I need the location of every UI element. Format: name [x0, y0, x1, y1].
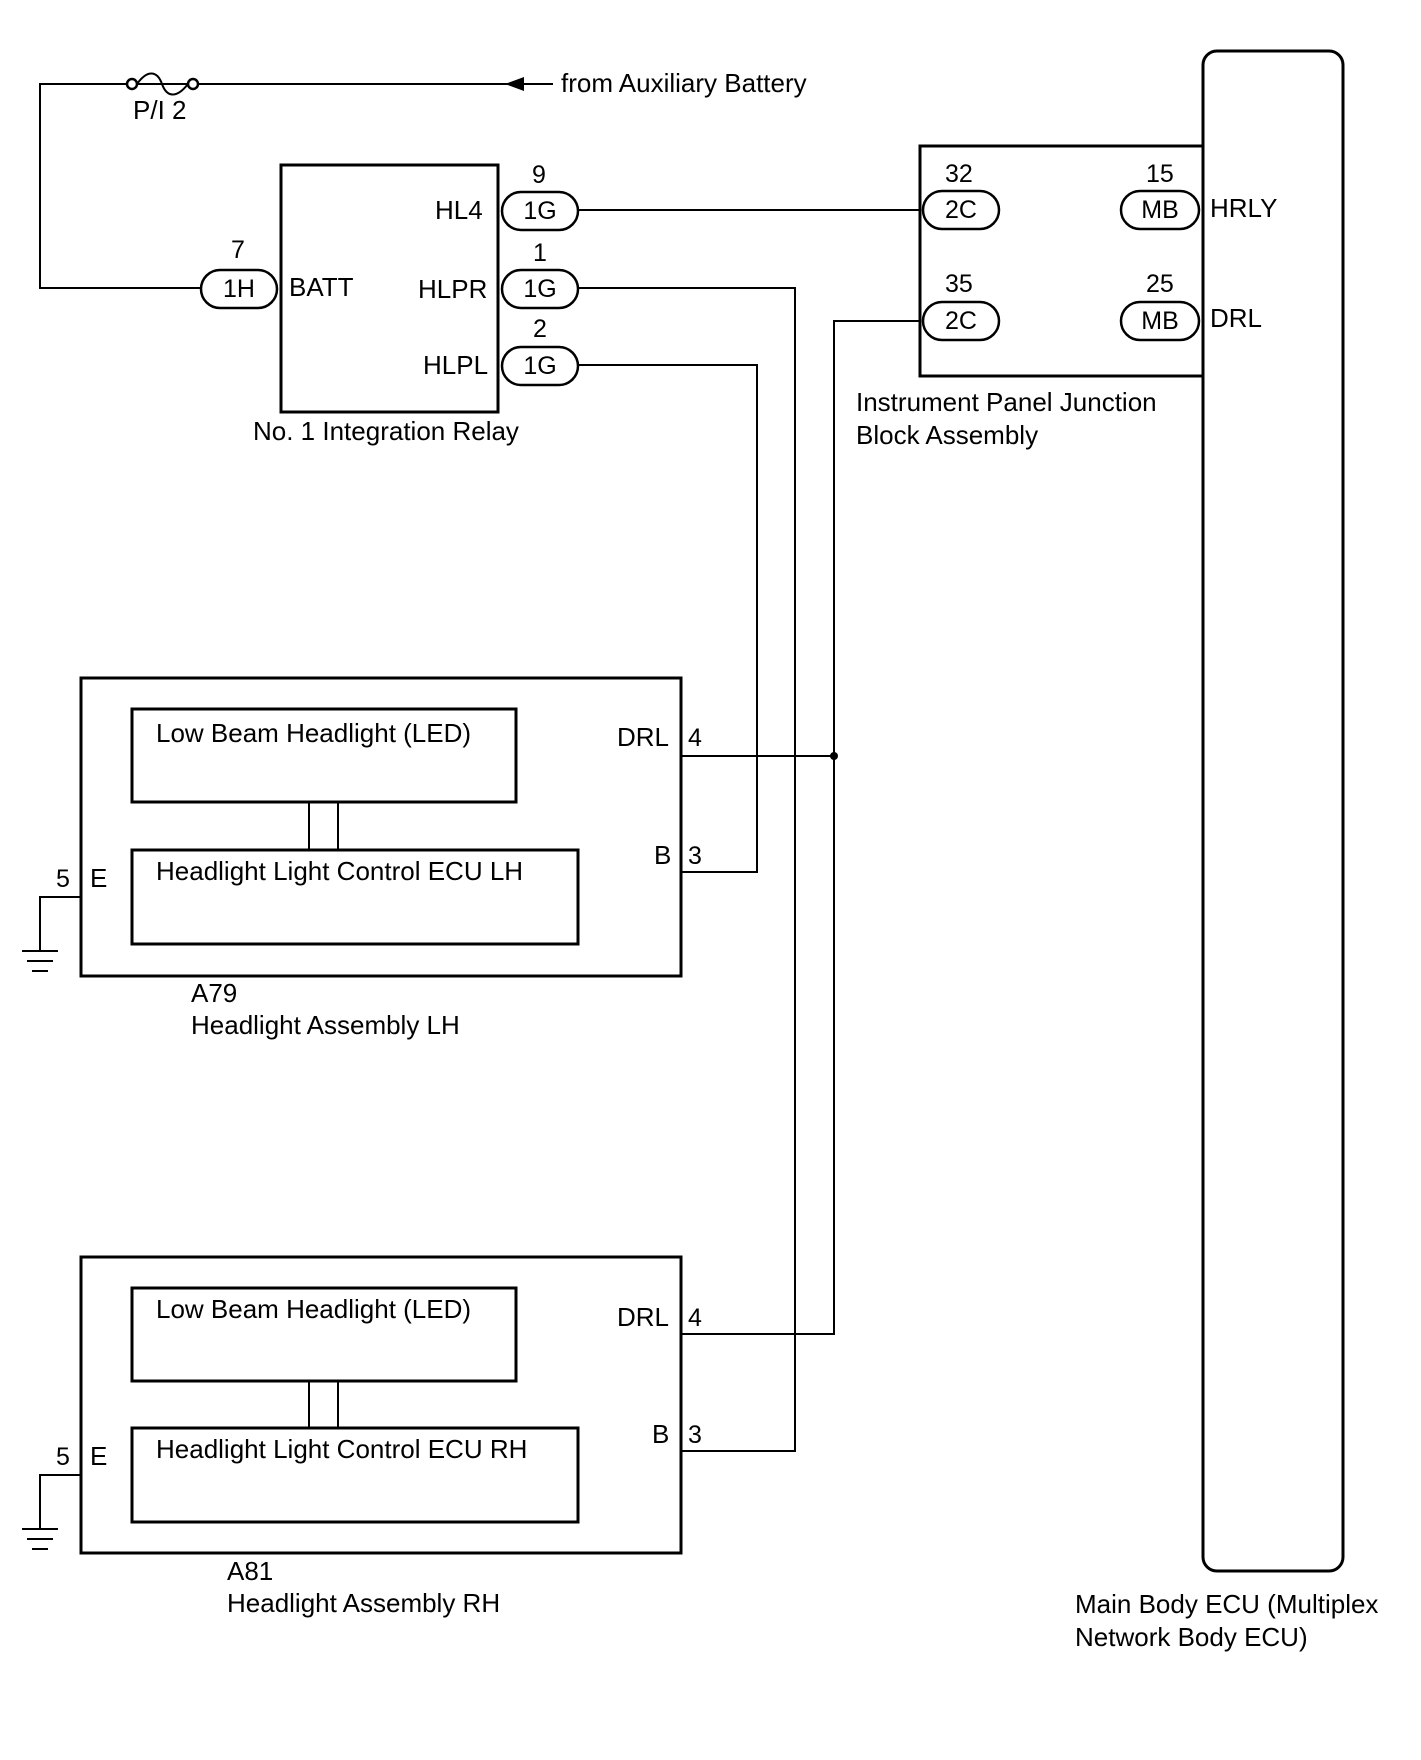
rh-drl-label: DRL: [617, 1302, 669, 1332]
hl4-label: HL4: [435, 195, 483, 225]
hlpl-label: HLPL: [423, 350, 488, 380]
rh-b-pin: 3: [688, 1421, 702, 1449]
hl4-connector-id: 1G: [523, 197, 556, 225]
junction-block-name-line1: Instrument Panel Junction: [856, 387, 1157, 417]
hlpr-connector-id: 1G: [523, 275, 556, 303]
main-body-ecu-box: [1201, 49, 1345, 1573]
jb-hrly-left-connector-id: 2C: [945, 196, 977, 224]
fuse-to-batt-wire: [39, 83, 201, 289]
batt-pin: 7: [231, 236, 245, 264]
led-lh-label: Low Beam Headlight (LED): [156, 718, 471, 748]
jb-drl-left-connector: [921, 300, 1001, 342]
jb-drl-left-pin: 35: [945, 270, 973, 298]
main-body-ecu-name-line1: Main Body ECU (Multiplex: [1075, 1589, 1378, 1619]
jb-hrly-left-pin: 32: [945, 160, 973, 188]
jb-hrly-left-connector: [921, 189, 1001, 231]
ecu-lh-label: Headlight Light Control ECU LH: [156, 856, 523, 886]
hlpr-wire: [578, 287, 796, 1452]
lh-drl-label: DRL: [617, 722, 669, 752]
headlight-assembly-rh: Low Beam Headlight (LED) Headlight Light…: [56, 1255, 702, 1618]
jb-drl-right-pin: 25: [1146, 270, 1174, 298]
ecu-rh-box: [130, 1426, 580, 1524]
lh-e-label: E: [90, 863, 107, 893]
led-rh-label: Low Beam Headlight (LED): [156, 1294, 471, 1324]
hlpr-connector: [500, 268, 580, 310]
lh-drl-pin: 4: [688, 724, 702, 752]
hlpl-pin: 2: [533, 315, 547, 343]
hl4-connector: [500, 190, 580, 232]
main-body-ecu-name-line2: Network Body ECU): [1075, 1622, 1308, 1652]
main-body-ecu-drl-label: DRL: [1210, 303, 1262, 333]
jb-hrly-right-connector-id: MB: [1141, 196, 1179, 224]
led-rh-box: [130, 1286, 518, 1383]
headlight-assembly-lh: Low Beam Headlight (LED) Headlight Light…: [56, 676, 702, 1040]
rh-b-label: B: [652, 1419, 669, 1449]
headlight-lh-name: Headlight Assembly LH: [191, 1010, 460, 1040]
splice-dot: [830, 752, 838, 760]
jb-hrly-right-connector: [1119, 189, 1201, 231]
rh-e-pin: 5: [56, 1443, 70, 1471]
led-lh-box: [130, 707, 518, 804]
fuse-label: P/I 2: [133, 95, 186, 125]
ground-icon: [22, 1528, 58, 1550]
source-label: from Auxiliary Battery: [561, 68, 807, 98]
hlpr-pin: 1: [533, 239, 547, 267]
lh-b-label: B: [654, 840, 671, 870]
batt-connector-id: 1H: [223, 275, 255, 303]
relay-name: No. 1 Integration Relay: [253, 416, 519, 446]
rh-drl-pin: 4: [688, 1304, 702, 1332]
jb-drl-right-connector: [1119, 300, 1201, 342]
headlight-rh-name: Headlight Assembly RH: [227, 1588, 500, 1618]
headlight-rh-code: A81: [227, 1556, 273, 1586]
lh-b-pin: 3: [688, 842, 702, 870]
integration-relay-box: [279, 163, 500, 414]
jb-hrly-right-pin: 15: [1146, 160, 1174, 188]
hl4-pin: 9: [532, 161, 546, 189]
batt-connector: [199, 268, 279, 310]
jb-drl-left-connector-id: 2C: [945, 307, 977, 335]
lh-e-pin: 5: [56, 865, 70, 893]
batt-label: BATT: [289, 272, 354, 302]
hlpl-connector: [500, 345, 580, 387]
rh-e-label: E: [90, 1441, 107, 1471]
hlpr-label: HLPR: [418, 274, 487, 304]
headlight-lh-code: A79: [191, 978, 237, 1008]
main-body-ecu-hrly-label: HRLY: [1210, 193, 1277, 223]
jb-drl-right-connector-id: MB: [1141, 307, 1179, 335]
junction-block-name-line2: Block Assembly: [856, 420, 1038, 450]
hlpl-connector-id: 1G: [523, 352, 556, 380]
feed-arrow-icon: [505, 77, 524, 91]
ground-icon: [22, 950, 58, 972]
ecu-lh-box: [130, 848, 580, 946]
fuse-icon: [125, 72, 200, 96]
ecu-rh-label: Headlight Light Control ECU RH: [156, 1434, 527, 1464]
